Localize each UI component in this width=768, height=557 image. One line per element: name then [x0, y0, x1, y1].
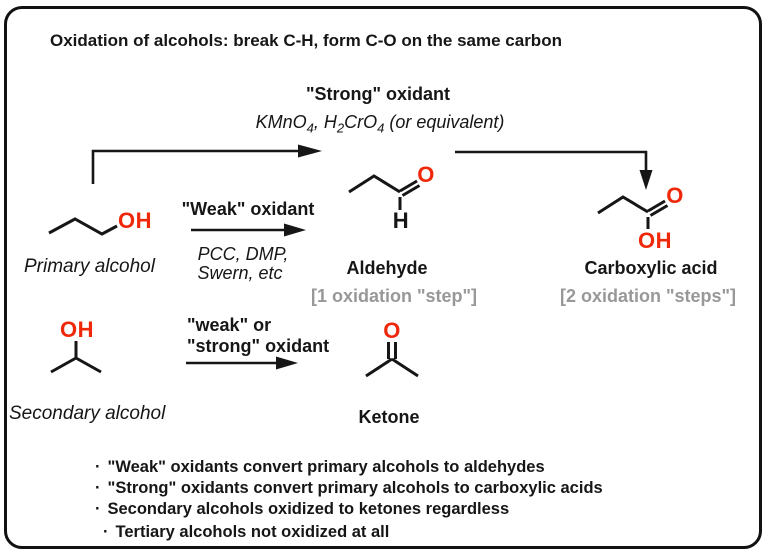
- aldehyde-step-note: [1 oxidation "step"]: [310, 286, 478, 306]
- strong-oxidant-label: "Strong" oxidant: [305, 84, 451, 104]
- bullet-secondary-alcohols: ·Secondary alcohols oxidized to ketones …: [95, 500, 510, 518]
- aldehyde-name: Aldehyde: [346, 258, 428, 278]
- arrow-secondary-oxidant: [186, 356, 298, 370]
- arrowhead-right: [276, 356, 298, 370]
- carboxylic-acid-name: Carboxylic acid: [584, 258, 718, 278]
- aldehyde-skeleton: [348, 174, 421, 210]
- diagram-border: [4, 6, 762, 549]
- arrow-primary-to-aldehyde-strong: [91, 144, 322, 184]
- carboxylic-acid-step-note: [2 oxidation "steps"]: [559, 286, 737, 306]
- bullet-tertiary-alcohols: ·Tertiary alcohols not oxidized at all: [103, 523, 390, 541]
- carboxylic-acid-skeleton: [597, 195, 669, 229]
- carboxylic-acid-o-atom: O: [666, 183, 684, 208]
- strong-oxidant-reagents: KMnO4, H2CrO4 (or equivalent): [255, 112, 505, 136]
- ketone-name: Ketone: [358, 407, 420, 427]
- ketone-skeleton: [365, 342, 419, 378]
- primary-alcohol-oh-atom: OH: [118, 208, 152, 233]
- primary-alcohol-name: Primary alcohol: [24, 256, 155, 277]
- weak-oxidant-reagents-line2: Swern, etc: [197, 263, 283, 283]
- arrowhead-right: [298, 144, 322, 158]
- weak-oxidant-reagents-line1: PCC, DMP,: [197, 244, 289, 264]
- secondary-alcohol-oh-atom: OH: [60, 317, 94, 342]
- ketone-o-atom: O: [383, 318, 401, 343]
- secondary-alcohol-name: Secondary alcohol: [9, 403, 166, 424]
- arrowhead-down: [639, 170, 653, 190]
- arrow-aldehyde-to-acid-strong: [455, 150, 653, 190]
- arrowhead-right: [284, 223, 306, 237]
- bullet-marker: ·: [103, 523, 109, 541]
- arrow-weak-oxidant: [191, 223, 306, 237]
- bullet-marker: ·: [95, 479, 101, 497]
- bullet-marker: ·: [95, 500, 101, 518]
- secondary-oxidant-label-line1: "weak" or: [187, 315, 272, 335]
- aldehyde-o-atom: O: [417, 162, 435, 187]
- secondary-oxidant-label-line2: "strong" oxidant: [187, 336, 330, 356]
- primary-alcohol-skeleton: [48, 217, 118, 236]
- bullet-strong-oxidants: ·"Strong" oxidants convert primary alcoh…: [95, 479, 603, 497]
- carboxylic-acid-oh-atom: OH: [638, 228, 672, 253]
- weak-oxidant-label: "Weak" oxidant: [181, 199, 315, 219]
- bullet-marker: ·: [95, 458, 101, 476]
- secondary-alcohol-skeleton: [50, 341, 102, 374]
- bullet-weak-oxidants: ·"Weak" oxidants convert primary alcohol…: [95, 458, 545, 476]
- aldehyde-h-atom: H: [392, 208, 410, 233]
- diagram-title: Oxidation of alcohols: break C-H, form C…: [50, 31, 562, 50]
